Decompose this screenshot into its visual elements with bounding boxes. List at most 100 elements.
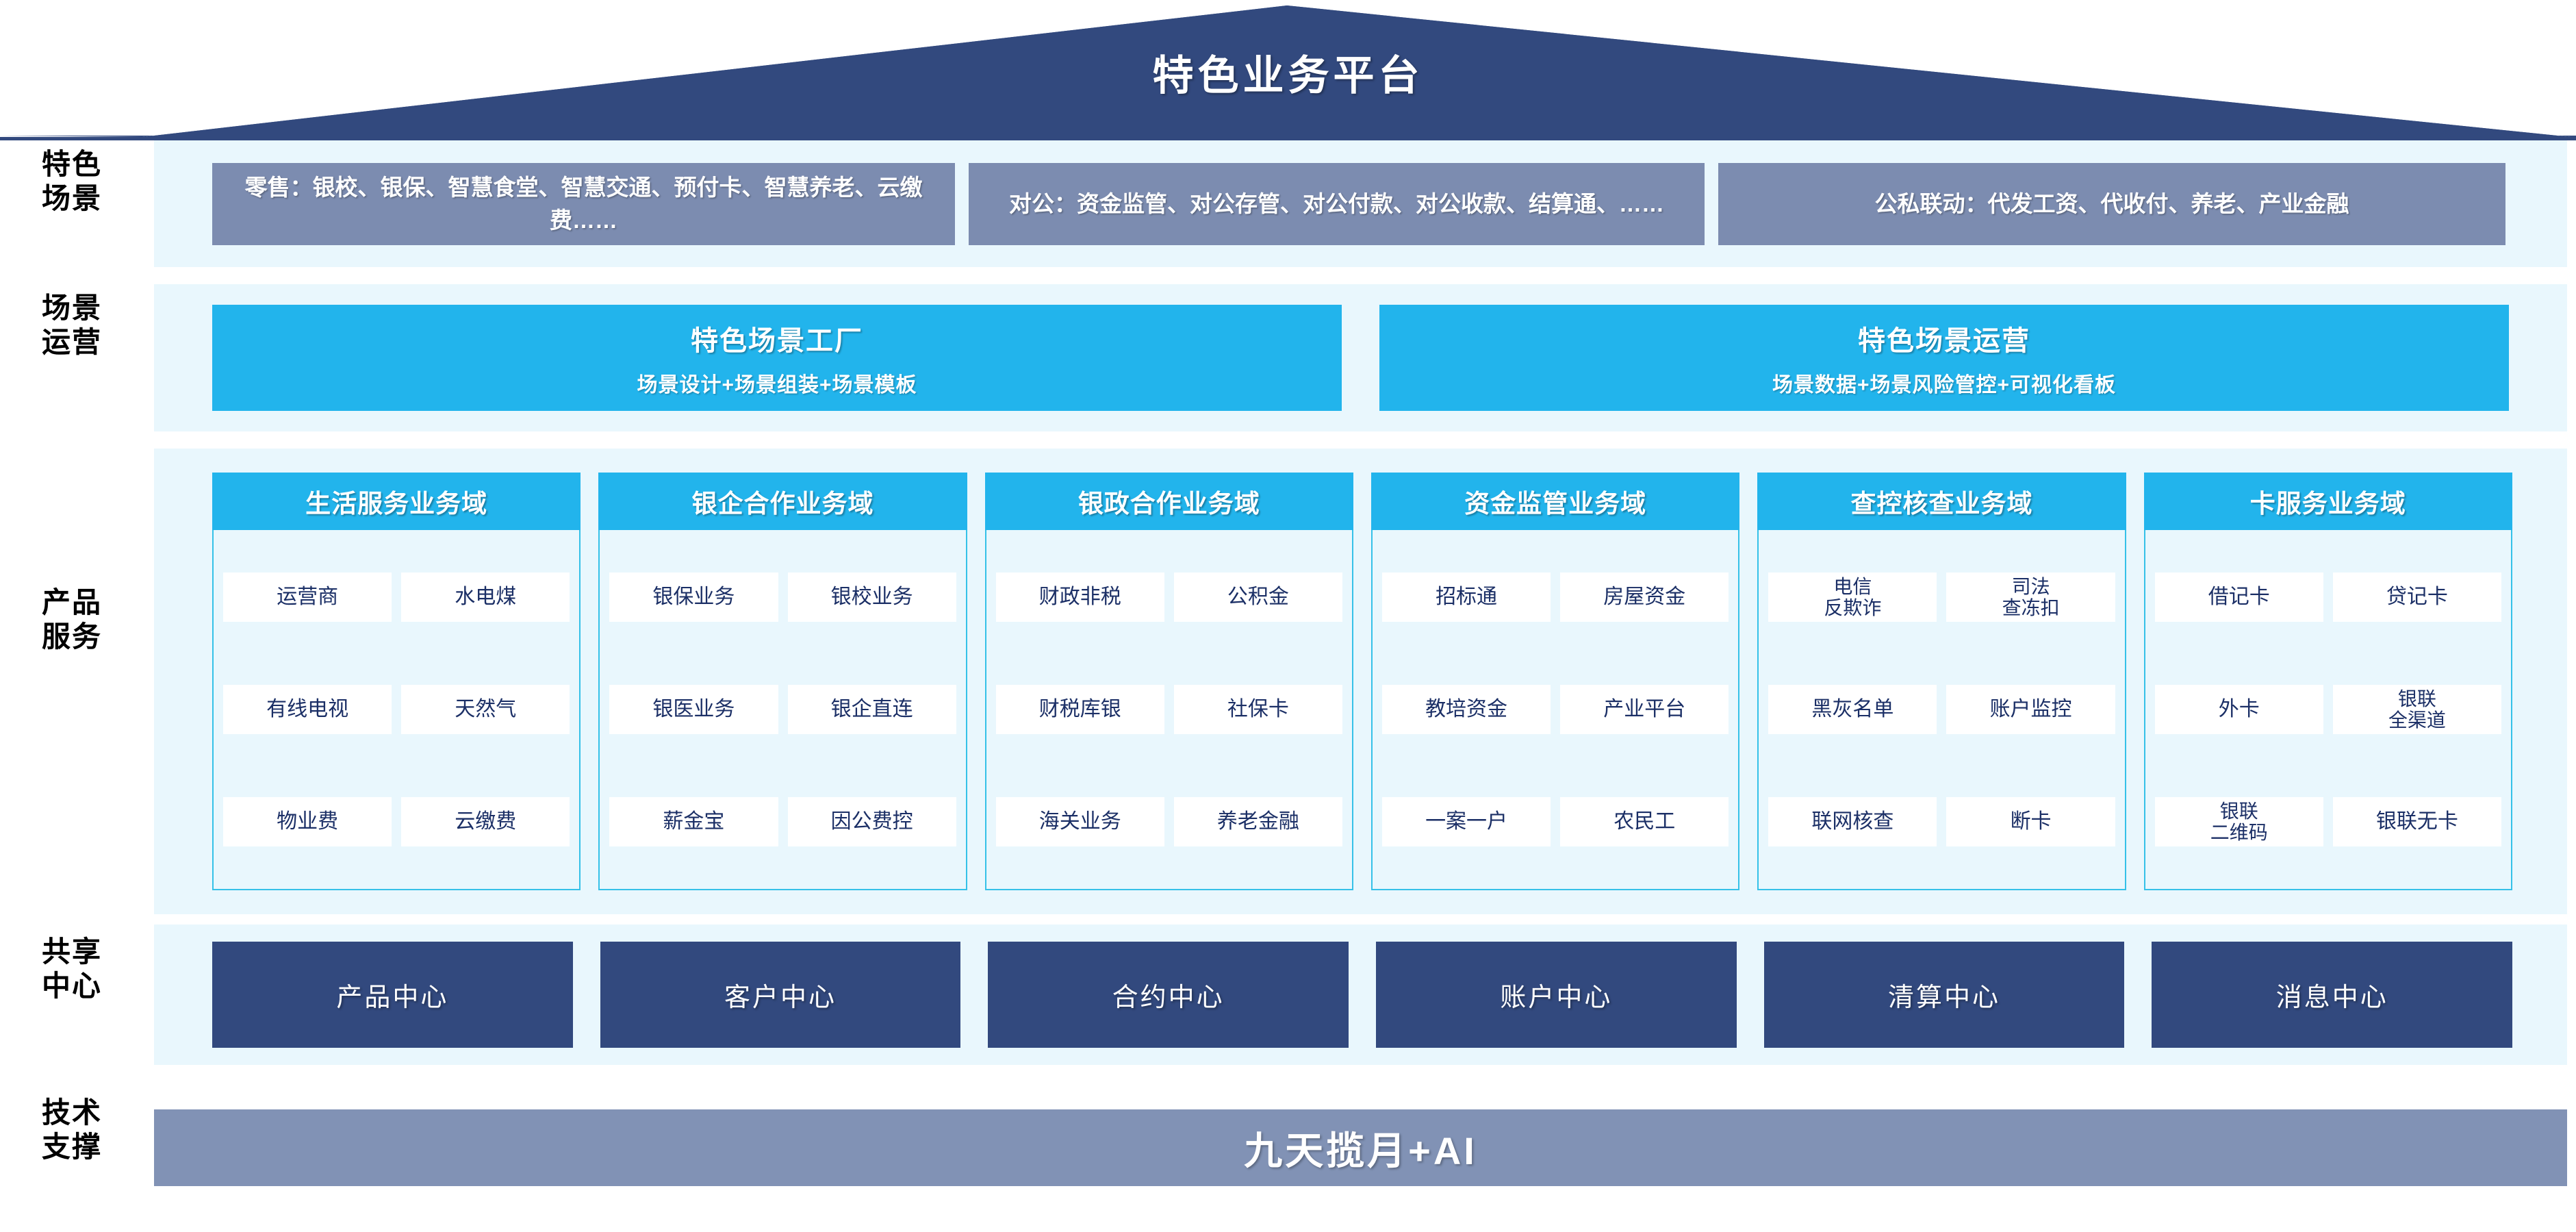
domain-card-card-service-title: 卡服务业务域 xyxy=(2143,473,2512,530)
domain-item[interactable]: 账户监控 xyxy=(1946,685,2115,734)
domain-item-row: 银医业务 银企直连 xyxy=(609,685,956,734)
shared-center-message[interactable]: 消息中心 xyxy=(2152,942,2513,1048)
operations-card-scene-operation-title: 特色场景运营 xyxy=(1858,325,2030,356)
domain-item[interactable]: 借记卡 xyxy=(2154,573,2323,622)
domain-card-fund-supervision-body: 招标通 房屋资金 教培资金 产业平台 一案一户 农民工 xyxy=(1370,530,1740,890)
domain-item-row: 物业费 云缴费 xyxy=(223,797,570,846)
scenes-band: 零售：银校、银保、智慧食堂、智慧交通、预付卡、智慧养老、云缴费…… 对公：资金监… xyxy=(154,140,2567,267)
domain-item[interactable]: 银联全渠道 xyxy=(2332,685,2501,734)
domain-item[interactable]: 财政非税 xyxy=(995,573,1164,622)
operations-card-scene-operation[interactable]: 特色场景运营 场景数据+场景风险管控+可视化看板 xyxy=(1379,305,2509,411)
domain-card-bank-government-body: 财政非税 公积金 财税库银 社保卡 海关业务 养老金融 xyxy=(984,530,1353,890)
scene-card-corporate[interactable]: 对公：资金监管、对公存管、对公付款、对公收款、结算通、…… xyxy=(969,163,1705,245)
domain-item[interactable]: 公积金 xyxy=(1173,573,1342,622)
domain-card-life-service[interactable]: 生活服务业务域 运营商 水电煤 有线电视 天然气 物业费 云缴费 xyxy=(212,473,581,890)
shared-center-account[interactable]: 账户中心 xyxy=(1376,942,1737,1048)
domain-item[interactable]: 有线电视 xyxy=(223,685,392,734)
product-domains-row: 生活服务业务域 运营商 水电煤 有线电视 天然气 物业费 云缴费 银企合作业务域 xyxy=(212,473,2512,890)
row-label-scenes-line2: 场景 xyxy=(41,181,102,214)
scene-card-public-private[interactable]: 公私联动：代发工资、代收付、养老、产业金融 xyxy=(1718,163,2505,245)
domain-card-fund-supervision[interactable]: 资金监管业务域 招标通 房屋资金 教培资金 产业平台 一案一户 农民工 xyxy=(1370,473,1740,890)
domain-card-card-service[interactable]: 卡服务业务域 借记卡 贷记卡 外卡 银联全渠道 银联二维码 银联无卡 xyxy=(2143,473,2512,890)
row-label-operations-line1: 场景 xyxy=(41,292,102,324)
domain-item[interactable]: 电信反欺诈 xyxy=(1768,573,1937,622)
row-label-scenes-line1: 特色 xyxy=(41,148,102,180)
row-label-centers-line2: 中心 xyxy=(41,969,102,1002)
row-label-operations-line2: 运营 xyxy=(41,325,102,358)
domain-item-row: 外卡 银联全渠道 xyxy=(2154,685,2501,734)
domain-item[interactable]: 银联二维码 xyxy=(2154,797,2323,846)
domain-item[interactable]: 因公费控 xyxy=(787,797,956,846)
row-label-centers: 共享 中心 xyxy=(14,935,130,1003)
product-domains-band: 生活服务业务域 运营商 水电煤 有线电视 天然气 物业费 云缴费 银企合作业务域 xyxy=(154,449,2567,914)
domain-item[interactable]: 银联无卡 xyxy=(2332,797,2501,846)
domain-card-life-service-title: 生活服务业务域 xyxy=(212,473,581,530)
domain-item[interactable]: 养老金融 xyxy=(1173,797,1342,846)
domain-item[interactable]: 海关业务 xyxy=(995,797,1164,846)
domain-item[interactable]: 银保业务 xyxy=(609,573,778,622)
row-label-tech-line1: 技术 xyxy=(41,1096,102,1129)
domain-item[interactable]: 外卡 xyxy=(2154,685,2323,734)
domain-item-row: 借记卡 贷记卡 xyxy=(2154,573,2501,622)
domain-card-bank-government-title: 银政合作业务域 xyxy=(984,473,1353,530)
domain-item[interactable]: 农民工 xyxy=(1560,797,1729,846)
domain-item-row: 财税库银 社保卡 xyxy=(995,685,1342,734)
operations-band: 特色场景工厂 场景设计+场景组装+场景模板 特色场景运营 场景数据+场景风险管控… xyxy=(154,284,2567,431)
operations-card-scene-factory-subtitle: 场景设计+场景组装+场景模板 xyxy=(637,373,917,397)
domain-item-row: 银保业务 银校业务 xyxy=(609,573,956,622)
domain-item[interactable]: 断卡 xyxy=(1946,797,2115,846)
tech-support-bar[interactable]: 九天揽月+AI xyxy=(154,1109,2567,1186)
domain-item[interactable]: 产业平台 xyxy=(1560,685,1729,734)
domain-card-bank-enterprise[interactable]: 银企合作业务域 银保业务 银校业务 银医业务 银企直连 薪金宝 因公费控 xyxy=(598,473,967,890)
domain-item-row: 银联二维码 银联无卡 xyxy=(2154,797,2501,846)
domain-item[interactable]: 云缴费 xyxy=(401,797,570,846)
platform-roof-banner: 特色业务平台 xyxy=(0,0,2576,140)
shared-center-product[interactable]: 产品中心 xyxy=(212,942,573,1048)
domain-item[interactable]: 房屋资金 xyxy=(1560,573,1729,622)
domain-item[interactable]: 贷记卡 xyxy=(2332,573,2501,622)
domain-item[interactable]: 银校业务 xyxy=(787,573,956,622)
domain-card-investigation[interactable]: 查控核查业务域 电信反欺诈 司法查冻扣 黑灰名单 账户监控 联网核查 断卡 xyxy=(1757,473,2126,890)
domain-item[interactable]: 招标通 xyxy=(1381,573,1551,622)
roof-shape xyxy=(0,5,2576,140)
domain-item-row: 教培资金 产业平台 xyxy=(1381,685,1729,734)
shared-center-contract[interactable]: 合约中心 xyxy=(988,942,1349,1048)
domain-card-bank-enterprise-body: 银保业务 银校业务 银医业务 银企直连 薪金宝 因公费控 xyxy=(598,530,967,890)
domain-item[interactable]: 一案一户 xyxy=(1381,797,1551,846)
operations-card-scene-factory[interactable]: 特色场景工厂 场景设计+场景组装+场景模板 xyxy=(212,305,1342,411)
domain-item-row: 电信反欺诈 司法查冻扣 xyxy=(1768,573,2115,622)
shared-center-clearing[interactable]: 清算中心 xyxy=(1763,942,2125,1048)
domain-item[interactable]: 天然气 xyxy=(401,685,570,734)
operations-card-scene-factory-title: 特色场景工厂 xyxy=(691,325,863,356)
domain-card-investigation-title: 查控核查业务域 xyxy=(1757,473,2126,530)
domain-item-row: 黑灰名单 账户监控 xyxy=(1768,685,2115,734)
domain-item[interactable]: 司法查冻扣 xyxy=(1946,573,2115,622)
row-label-tech: 技术 支撑 xyxy=(14,1096,130,1164)
domain-item[interactable]: 薪金宝 xyxy=(609,797,778,846)
domain-item[interactable]: 运营商 xyxy=(223,573,392,622)
shared-centers-band: 产品中心 客户中心 合约中心 账户中心 清算中心 消息中心 xyxy=(154,925,2567,1065)
domain-card-bank-government[interactable]: 银政合作业务域 财政非税 公积金 财税库银 社保卡 海关业务 养老金融 xyxy=(984,473,1353,890)
domain-item-row: 一案一户 农民工 xyxy=(1381,797,1729,846)
domain-item-row: 招标通 房屋资金 xyxy=(1381,573,1729,622)
domain-item-row: 海关业务 养老金融 xyxy=(995,797,1342,846)
domain-item[interactable]: 社保卡 xyxy=(1173,685,1342,734)
domain-item[interactable]: 银医业务 xyxy=(609,685,778,734)
domain-item[interactable]: 物业费 xyxy=(223,797,392,846)
domain-item[interactable]: 教培资金 xyxy=(1381,685,1551,734)
domain-item[interactable]: 水电煤 xyxy=(401,573,570,622)
page-title: 特色业务平台 xyxy=(1152,53,1424,99)
tech-support-label: 九天揽月+AI xyxy=(1244,1129,1477,1172)
domain-card-card-service-body: 借记卡 贷记卡 外卡 银联全渠道 银联二维码 银联无卡 xyxy=(2143,530,2512,890)
shared-center-customer[interactable]: 客户中心 xyxy=(600,942,961,1048)
scenes-row: 零售：银校、银保、智慧食堂、智慧交通、预付卡、智慧养老、云缴费…… 对公：资金监… xyxy=(212,163,2505,245)
domain-item[interactable]: 财税库银 xyxy=(995,685,1164,734)
domain-card-life-service-body: 运营商 水电煤 有线电视 天然气 物业费 云缴费 xyxy=(212,530,581,890)
shared-centers-row: 产品中心 客户中心 合约中心 账户中心 清算中心 消息中心 xyxy=(212,942,2513,1048)
domain-item[interactable]: 黑灰名单 xyxy=(1768,685,1937,734)
domain-item[interactable]: 联网核查 xyxy=(1768,797,1937,846)
operations-row: 特色场景工厂 场景设计+场景组装+场景模板 特色场景运营 场景数据+场景风险管控… xyxy=(212,305,2509,411)
scene-card-retail[interactable]: 零售：银校、银保、智慧食堂、智慧交通、预付卡、智慧养老、云缴费…… xyxy=(212,163,955,245)
domain-item-row: 薪金宝 因公费控 xyxy=(609,797,956,846)
domain-item[interactable]: 银企直连 xyxy=(787,685,956,734)
